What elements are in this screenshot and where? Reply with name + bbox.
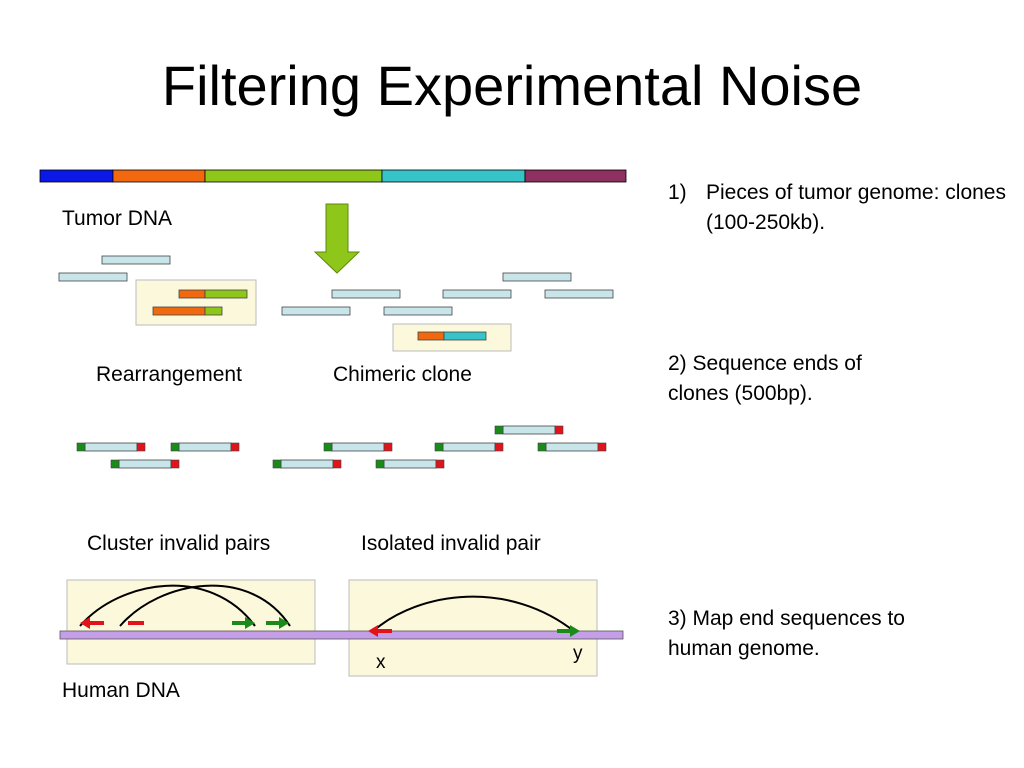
chimeric-clone — [417, 331, 487, 341]
end-red — [230, 442, 240, 452]
end-red — [435, 459, 445, 469]
step-1-number: 1) — [668, 181, 687, 204]
step-1: 1) Pieces of tumor genome: clones (100-2… — [668, 178, 1008, 244]
end-red — [383, 442, 393, 452]
clone — [331, 289, 401, 299]
clone-cyan-part — [443, 331, 487, 341]
green-arrow-right-icon — [266, 617, 289, 629]
arc — [371, 595, 576, 633]
clone — [58, 272, 128, 282]
pair-arcs — [79, 584, 576, 633]
slide-title: Filtering Experimental Noise — [161, 54, 863, 117]
red-arrow-left-icon — [80, 617, 104, 629]
end-red — [597, 442, 607, 452]
paired-clone — [170, 442, 240, 452]
end-red — [494, 442, 504, 452]
tumor-dna-segment-cyan — [381, 169, 526, 183]
step-3-text: 3) Map end sequences to human genome. — [668, 607, 905, 661]
paired-clone — [323, 442, 393, 452]
clone-orange-part — [178, 289, 206, 299]
clone — [383, 306, 453, 316]
step-2-text: 2) Sequence ends of clones (500bp). — [668, 352, 862, 406]
end-green — [434, 442, 444, 452]
clone-orange-part — [417, 331, 445, 341]
tumor-dna-segment-purple — [524, 169, 627, 183]
arc — [79, 584, 256, 627]
clone-orange-part — [152, 306, 206, 316]
red-arrow-left-icon — [128, 621, 144, 625]
human-dna-bar — [59, 630, 624, 640]
rearrangement-clones — [152, 289, 248, 316]
clone-green-part — [204, 289, 248, 299]
paired-clone — [272, 459, 342, 469]
green-arrow-right-icon — [232, 617, 255, 629]
arc — [119, 584, 291, 627]
end-green — [375, 459, 385, 469]
green-arrow-right-icon — [557, 625, 580, 637]
end-red — [170, 459, 180, 469]
end-green — [537, 442, 547, 452]
mapped-ends — [80, 617, 580, 637]
chimeric-clone-label: Chimeric clone — [333, 363, 472, 386]
human-dna-label: Human DNA — [62, 679, 180, 702]
paired-clone — [434, 442, 504, 452]
tumor-dna-label: Tumor DNA — [62, 207, 173, 230]
tumor-dna-segment-green — [204, 169, 383, 183]
down-arrow-icon — [313, 203, 361, 274]
end-green — [323, 442, 333, 452]
clone — [442, 289, 512, 299]
rearrangement-label: Rearrangement — [96, 363, 242, 386]
step-1-text: Pieces of tumor genome: clones (100-250k… — [706, 181, 1006, 235]
clone — [101, 255, 171, 265]
end-green — [76, 442, 86, 452]
end-red — [136, 442, 146, 452]
x-label: x — [376, 652, 386, 673]
end-green — [110, 459, 120, 469]
clone — [502, 272, 572, 282]
end-green — [272, 459, 282, 469]
end-green — [170, 442, 180, 452]
tumor-dna-segment-orange — [112, 169, 206, 183]
y-label: y — [573, 643, 583, 664]
clone — [281, 306, 351, 316]
step-3: 3) Map end sequences to human genome. — [668, 604, 948, 665]
clone — [544, 289, 614, 299]
tumor-dna-segment-blue — [39, 169, 114, 183]
red-arrow-left-icon — [368, 625, 392, 637]
paired-clone — [537, 442, 607, 452]
end-red — [332, 459, 342, 469]
paired-end-clones — [76, 425, 607, 469]
paired-clone — [76, 442, 146, 452]
rearrangement-box — [135, 279, 257, 326]
end-red — [554, 425, 564, 435]
clone-green-part — [204, 306, 223, 316]
isolated-map-box — [348, 579, 598, 677]
paired-clone — [375, 459, 445, 469]
cluster-invalid-pairs-label: Cluster invalid pairs — [87, 532, 271, 555]
paired-clone — [494, 425, 564, 435]
tumor-dna-bar — [39, 169, 627, 183]
paired-clone — [110, 459, 180, 469]
end-green — [494, 425, 504, 435]
isolated-invalid-pair-label: Isolated invalid pair — [361, 532, 541, 555]
step-2: 2) Sequence ends of clones (500bp). — [668, 349, 928, 410]
clones — [58, 255, 614, 316]
